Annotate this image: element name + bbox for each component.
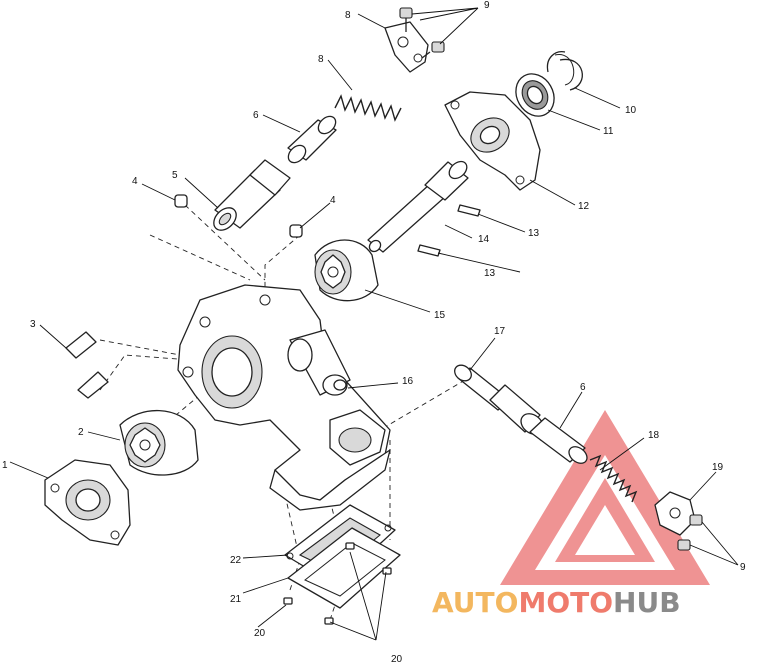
- dowel-3-lower: [77, 371, 109, 399]
- callout-17: 17: [494, 326, 506, 337]
- callout-9-lower: 9: [740, 562, 746, 573]
- callout-10: 10: [625, 105, 637, 116]
- callout-15: 15: [434, 310, 446, 321]
- callout-16: 16: [402, 376, 414, 387]
- callout-18: 18: [648, 430, 660, 441]
- screw-20-c: [382, 567, 392, 575]
- callout-8-top: 8: [345, 10, 351, 21]
- callout-21: 21: [230, 594, 242, 605]
- cover-plate-8: [384, 21, 429, 73]
- callout-20-left: 20: [254, 628, 266, 639]
- spring-7: [334, 94, 402, 122]
- screw-20-d: [345, 542, 355, 550]
- callout-11: 11: [603, 126, 614, 137]
- dowel-3-upper: [65, 331, 97, 359]
- callout-13-upper: 13: [528, 228, 540, 239]
- callout-9-top: 9: [484, 0, 490, 11]
- dowel-4-left: [174, 194, 188, 208]
- callout-3: 3: [30, 319, 36, 330]
- watermark-moto: MOTO: [518, 586, 613, 619]
- pin-13-lower: [417, 244, 441, 257]
- watermark-text: AUTOMOTOHUB: [432, 586, 681, 619]
- callout-12: 12: [578, 201, 590, 212]
- sleeve-5: [213, 159, 291, 231]
- callout-14: 14: [478, 234, 490, 245]
- bolt-9-top-a: [399, 7, 413, 32]
- end-plate-1: [44, 459, 131, 546]
- plunger-6-upper: [287, 115, 337, 164]
- plunger-6-lower: [529, 417, 588, 464]
- snap-ring-10: [546, 51, 583, 91]
- pump-housing-body: [177, 284, 391, 511]
- callout-13-lower: 13: [484, 268, 496, 279]
- callout-labels: 8 9 8 6 5 4 4 10 11 12 13 14 13 15 16 17…: [2, 0, 746, 664]
- bearing-11: [515, 73, 555, 117]
- callout-7: 8: [318, 54, 324, 65]
- watermark-hub: HUB: [613, 586, 681, 619]
- dowel-4-right: [289, 224, 303, 238]
- pin-13-upper: [457, 204, 481, 217]
- pump-cover-12: [444, 91, 541, 191]
- callout-2: 2: [78, 427, 84, 438]
- watermark-auto: AUTO: [432, 586, 518, 619]
- shaft-14: [367, 160, 469, 253]
- rotor-2: [119, 409, 199, 476]
- watermark-logo: AUTOMOTOHUB: [432, 410, 710, 619]
- callout-22: 22: [230, 555, 242, 566]
- rotor-15: [314, 239, 379, 302]
- sleeve-17: [454, 364, 544, 435]
- bolt-9-lower-a: [689, 514, 703, 526]
- callout-1: 1: [2, 460, 8, 471]
- callout-4-left: 4: [132, 176, 138, 187]
- callout-6-upper: 6: [253, 110, 259, 121]
- spring-18: [589, 454, 638, 503]
- callout-19: 19: [712, 462, 724, 473]
- plate-21: [287, 527, 401, 609]
- bolt-9-lower-b: [677, 539, 691, 551]
- callout-5: 5: [172, 170, 178, 181]
- callout-4-right: 4: [330, 195, 336, 206]
- leader-lines: [9, 7, 739, 641]
- callout-6-lower: 6: [580, 382, 586, 393]
- boss-16: [333, 379, 347, 391]
- screw-20-a: [283, 597, 293, 605]
- callout-20-bottom: 20: [391, 654, 403, 664]
- bolt-9-top-b: [421, 41, 445, 59]
